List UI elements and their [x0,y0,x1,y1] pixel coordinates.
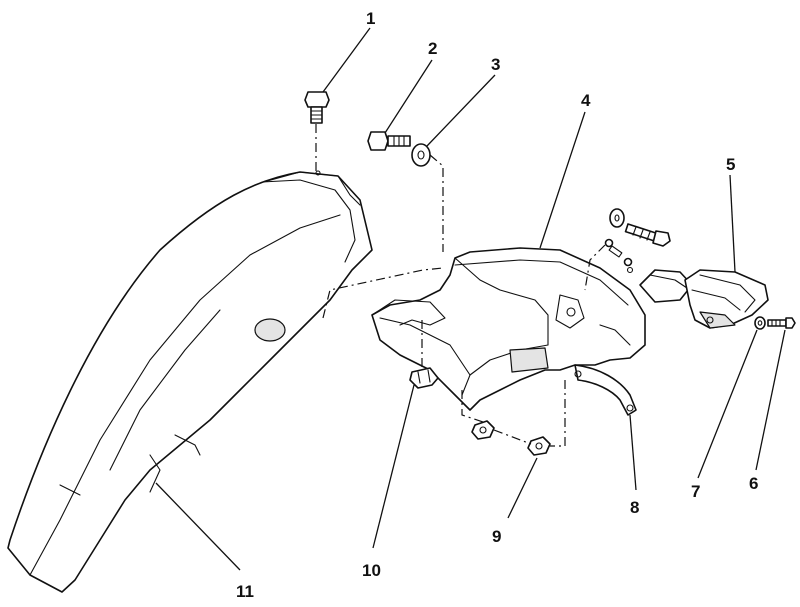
reflector-arm [639,269,693,303]
mounting-bracket-part-4 [371,247,646,411]
screw-part-6 [767,317,796,329]
bolt-part-1 [304,91,330,124]
callout-1: 1 [366,9,375,28]
callout-5: 5 [726,155,735,174]
bracket-part-8 [574,364,637,416]
nut-part-9a [471,420,495,440]
clip-nut-part-10 [409,367,439,389]
bolt-part-2 [367,131,411,151]
callout-11: 11 [236,582,254,601]
callout-8: 8 [630,498,639,517]
callout-6: 6 [749,474,758,493]
washer-part-3 [411,143,431,167]
leader-lines [155,27,786,571]
callout-7: 7 [691,482,700,501]
upper-bolt-assembly [609,208,671,247]
callout-9: 9 [492,527,501,546]
rear-fender-part-11 [7,170,373,593]
callout-10: 10 [362,561,381,580]
callout-labels: 1 2 3 4 5 6 7 8 9 10 11 [236,9,758,601]
small-screw-assembly [604,238,634,274]
nut-part-9b [527,436,551,456]
reflector-housing-part-5 [684,269,769,329]
washer-part-7 [754,316,766,330]
callout-4: 4 [581,91,591,110]
callout-2: 2 [428,39,437,58]
callout-3: 3 [491,55,500,74]
